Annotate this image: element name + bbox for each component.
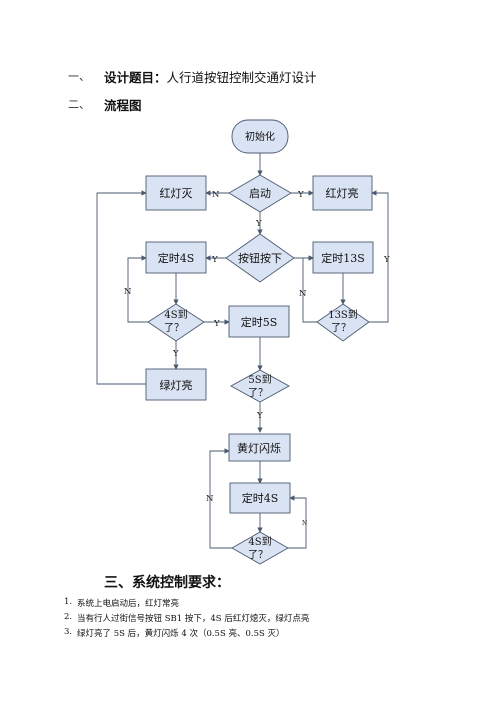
yellow-blink-label: 黄灯闪烁 [237, 441, 281, 455]
check4-yes-right-label: Y [213, 319, 220, 329]
check5-label-1: 5S到 [248, 374, 271, 386]
launch-down-yes-label: Y [255, 219, 262, 229]
section3-title: 三、系统控制要求： [104, 575, 230, 591]
check5-label-2: 了？ [248, 387, 268, 399]
check13-yes-label: Y [383, 255, 390, 265]
check4-no-label: N [124, 287, 132, 297]
section1-number: 一、 [68, 70, 90, 83]
red-on-label: 红灯亮 [326, 186, 359, 200]
green-on-label: 绿灯亮 [160, 378, 193, 392]
red-off-box [145, 175, 207, 211]
launch-decision [228, 174, 292, 213]
launch-yes-label: Y [297, 190, 304, 200]
check4-label-1: 4S到 [164, 309, 187, 321]
flow-connectors [96, 153, 389, 549]
timer13-box [312, 241, 374, 274]
requirement-number-1: 1. [64, 597, 73, 607]
timer4-box [145, 241, 207, 274]
check4-yes-down-label: Y [172, 349, 179, 359]
check13-label-1: 13S到 [328, 309, 358, 321]
check13-no-label: N [299, 289, 307, 299]
requirement-text-1: 系统上电启动后，红灯常亮 [77, 599, 180, 609]
timer4-label: 定时4S [158, 251, 195, 265]
check4-label-2: 了？ [164, 322, 184, 334]
check4b-no-right-label: N [302, 520, 307, 527]
button-label: 按钮按下 [238, 251, 282, 265]
button-decision [225, 233, 295, 283]
check13-decision [316, 303, 370, 342]
yellow-blink-box [228, 433, 291, 462]
design-title: 人行道按钮控制交通灯设计 [166, 70, 317, 85]
requirement-text-2: 当有行人过街信号按钮 SB1 按下，4S 后红灯熄灭，绿灯点亮 [77, 614, 310, 624]
timer5-box [228, 305, 290, 338]
section1-label-text: 设计题目： [104, 70, 167, 85]
check13-label-2: 了？ [331, 322, 351, 334]
requirement-text-3: 绿灯亮了 5S 后，黄灯闪烁 4 次（0.5S 亮、0.5S 灭） [77, 629, 285, 639]
requirement-number-3: 3. [64, 627, 73, 637]
section1-label: 设计题目：人行道按钮控制交通灯设计 [104, 67, 317, 86]
timer4b-box [229, 482, 291, 514]
check4-decision [147, 303, 205, 342]
check4b-no-left-label: N [206, 494, 214, 504]
timer5-label: 定时5S [241, 315, 278, 329]
timer4b-label: 定时4S [242, 491, 279, 505]
start-label: 初始化 [245, 130, 275, 143]
timer13-label: 定时13S [321, 251, 365, 265]
launch-label: 启动 [249, 187, 271, 200]
check4b-label-1: 4S到 [248, 536, 271, 548]
red-on-box [312, 175, 373, 211]
start-node [231, 119, 289, 154]
section2-number: 二、 [68, 98, 90, 111]
red-off-label: 红灯灭 [160, 187, 193, 200]
check4b-label-2: 了？ [248, 549, 268, 561]
launch-no-label: N [212, 190, 220, 200]
requirement-number-2: 2. [64, 612, 73, 622]
check4b-decision [231, 531, 289, 565]
check5-decision [230, 369, 290, 403]
check5-yes-label: Y [256, 411, 263, 421]
button-yes-label: Y [211, 255, 218, 265]
section2-label: 流程图 [104, 98, 142, 113]
green-on-box [145, 368, 207, 401]
